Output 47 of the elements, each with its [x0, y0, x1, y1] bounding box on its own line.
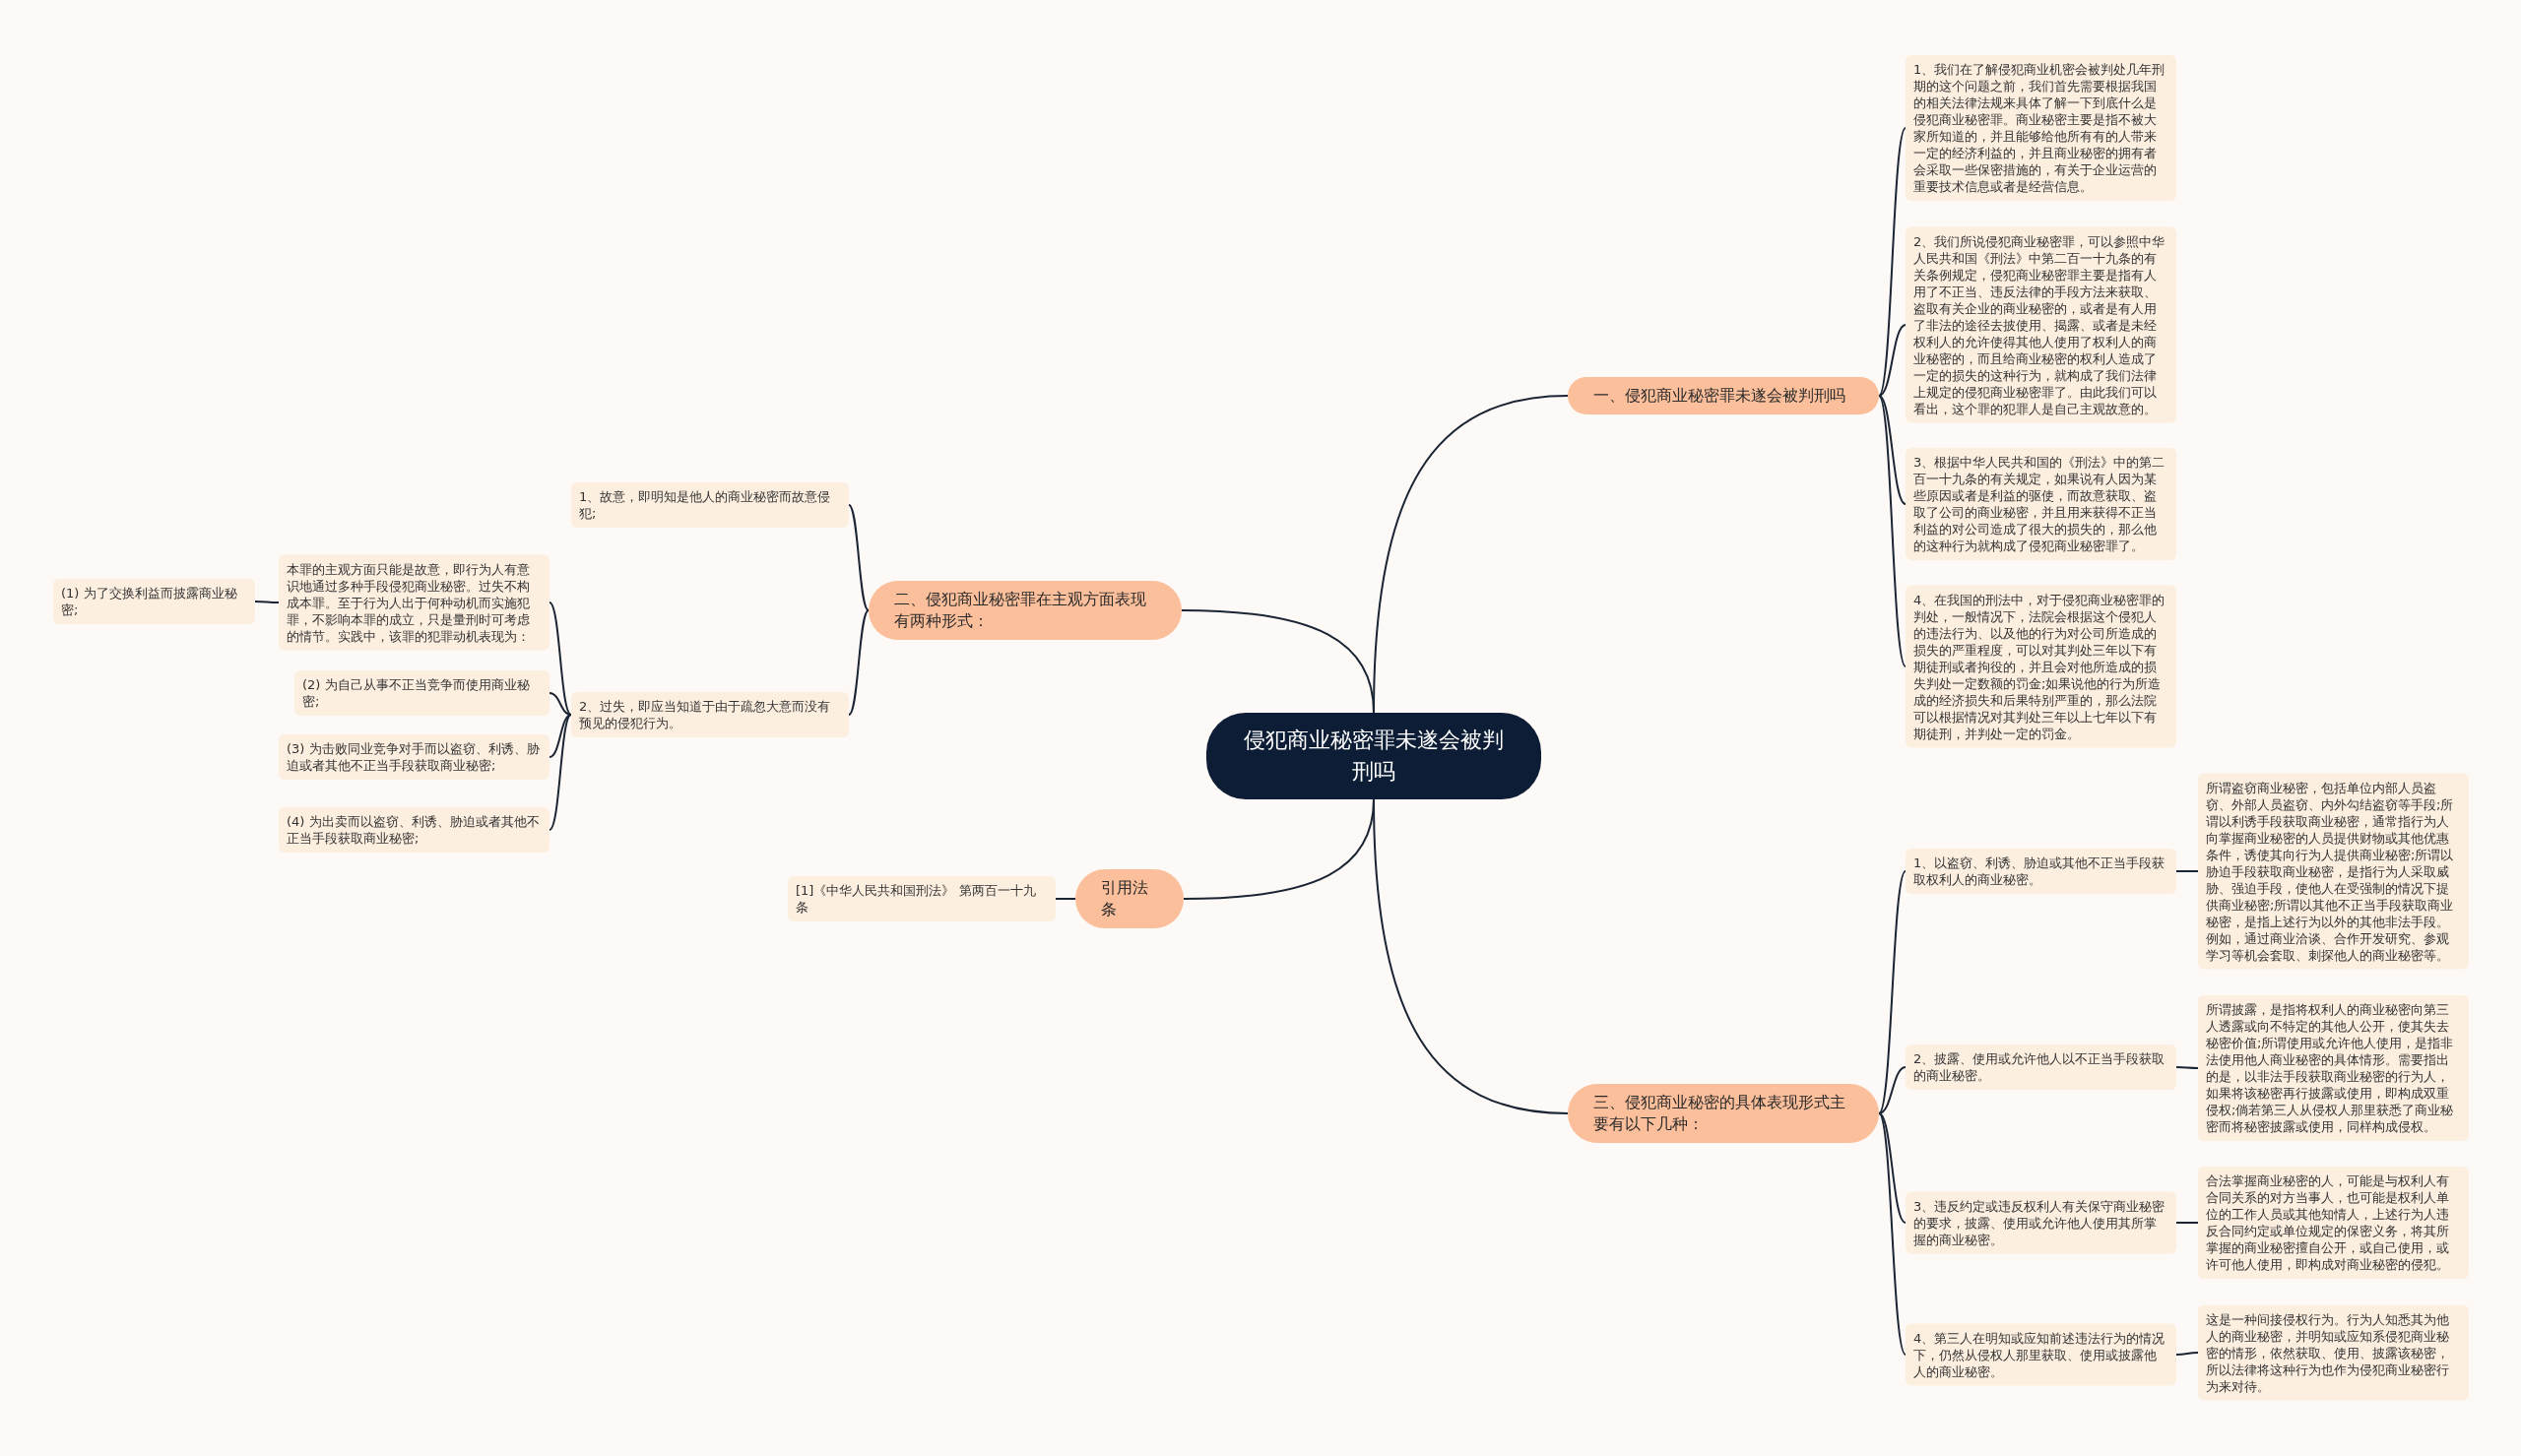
- subtopic-card: 3、违反约定或违反权利人有关保守商业秘密的要求，披露、使用或允许他人使用其所掌握的商业秘密。: [1906, 1191, 2176, 1254]
- connector-line: [2175, 1066, 2199, 1069]
- connector-line: [1373, 798, 1569, 1114]
- subtopic-card: 3、根据中华人民共和国的《刑法》中的第二百一十九条的有关规定，如果说有人因为某些原因或者是利益的驱使，而故意获取、盗取了公司的商业秘密，并且用来获得不正当利益的对公司造成了很大的损失的，那么他的这种行为就构成了侵犯商业秘密罪了。: [1906, 448, 2176, 560]
- connector-line: [2175, 1222, 2199, 1224]
- connector-line: [549, 601, 572, 716]
- subtopic-card: 4、在我国的刑法中，对于侵犯商业秘密罪的判处，一般情况下，法院会根据这个侵犯人的违法行为、以及他的行为对公司所造成的损失的严重程度，可以对其判处三年以下有期徒刑或者拘役的，并且会对他所造成的损失判处一定数额的罚金;如果说他的行为所造成的经济损失和后果特别严重的，那么法院可以根据情况对其判处三年以上七年以下有期徒刑，并判处一定的罚金。: [1906, 585, 2176, 748]
- subtopic-card: 所谓披露，是指将权利人的商业秘密向第三人透露或向不特定的其他人公开，使其失去秘密价值;所谓使用或允许他人使用，是指非法使用他人商业秘密的具体情形。需要指出的是，以非法手段获取商业秘密的行为人，如果将该秘密再行披露或使用，即构成双重侵权;倘若第三人从侵权人那里获悉了商业秘密而将秘密披露或使用，同样构成侵权。: [2198, 995, 2469, 1141]
- connector-line: [1878, 870, 1907, 1114]
- subtopic-card: (3) 为击败同业竞争对手而以盗窃、利诱、胁迫或者其他不正当手段获取商业秘密;: [279, 734, 549, 780]
- subtopic-card: 所谓盗窃商业秘密，包括单位内部人员盗窃、外部人员盗窃、内外勾结盗窃等手段;所谓以利诱手段获取商业秘密，通常指行为人向掌握商业秘密的人员提供财物或其他优惠条件，诱使其向行为人提供商业秘密;所谓以胁迫手段获取商业秘密，是指行为人采取威胁、强迫手段，使他人在受强制的情况下提供商业秘密;所谓以其他不正当手段获取商业秘密，是指上述行为以外的其他非法手段。例如，通过商业洽谈、合作开发研究、参观学习等机会套取、刺探他人的商业秘密等。: [2198, 773, 2469, 970]
- connector-line: [1055, 898, 1076, 900]
- subtopic-card: (1) 为了交换利益而披露商业秘密;: [53, 579, 255, 624]
- connector-line: [1878, 1112, 1907, 1356]
- subtopic-card: 4、第三人在明知或应知前述违法行为的情况下，仍然从侵权人那里获取、使用或披露他人的商业秘密。: [1906, 1323, 2176, 1386]
- subtopic-card: [1]《中华人民共和国刑法》 第两百一十九条: [788, 876, 1056, 921]
- subtopic-card: 1、故意，即明知是他人的商业秘密而故意侵犯;: [571, 482, 849, 528]
- subtopic-card: 1、以盗窃、利诱、胁迫或其他不正当手段获取权利人的商业秘密。: [1906, 849, 2176, 894]
- subtopic-card: 2、过失，即应当知道于由于疏忽大意而没有预见的侵犯行为。: [571, 692, 849, 737]
- branch-topic: 引用法条: [1075, 869, 1184, 928]
- connector-line: [1878, 324, 1907, 397]
- connector-line: [1878, 395, 1907, 667]
- subtopic-card: 2、我们所说侵犯商业秘密罪，可以参照中华人民共和国《刑法》中第二百一十九条的有关条例规定，侵犯商业秘密罪主要是指有人用了不正当、违反法律的手段方法来获取、盗取有关企业的商业秘密的，或者是有人用了非法的途径去披使用、揭露、或者是未经权利人的允许使得其他人使用了权利人的商业秘密的，而且给商业秘密的权利人造成了一定的损失的这种行为，就构成了我们法律上规定的侵犯商业秘密罪了。由此我们可以看出，这个罪的犯罪人是自己主观故意的。: [1906, 226, 2176, 423]
- branch-topic: 三、侵犯商业秘密的具体表现形式主要有以下几种：: [1568, 1084, 1879, 1143]
- connector-line: [549, 714, 572, 758]
- connector-line: [1181, 609, 1375, 714]
- connector-line: [1878, 1112, 1907, 1224]
- connector-line: [549, 692, 572, 716]
- subtopic-card: 2、披露、使用或允许他人以不正当手段获取的商业秘密。: [1906, 1045, 2176, 1090]
- connector-line: [848, 609, 870, 716]
- subtopic-card: 本罪的主观方面只能是故意，即行为人有意识地通过多种手段侵犯商业秘密。过失不构成本罪。至于行为人出于何种动机而实施犯罪，不影响本罪的成立，只是量刑时可考虑的情节。实践中，该罪的犯罪动机表现为：: [279, 554, 549, 651]
- subtopic-card: (4) 为出卖而以盗窃、利诱、胁迫或者其他不正当手段获取商业秘密;: [279, 807, 549, 853]
- branch-topic: 一、侵犯商业秘密罪未遂会被判刑吗: [1568, 377, 1879, 414]
- connector-line: [2175, 870, 2199, 872]
- central-topic: 侵犯商业秘密罪未遂会被判刑吗: [1206, 713, 1541, 799]
- connector-line: [1878, 1066, 1907, 1114]
- connector-line: [848, 504, 870, 611]
- subtopic-card: 1、我们在了解侵犯商业机密会被判处几年刑期的这个问题之前，我们首先需要根据我国的相关法律法规来具体了解一下到底什么是侵犯商业秘密罪。商业秘密主要是指不被大家所知道的，并且能够给他所有有的人带来一定的经济利益的，并且商业秘密的拥有者会采取一些保密措施的，有关于企业运营的重要技术信息或者是经营信息。: [1906, 55, 2176, 201]
- subtopic-card: (2) 为自己从事不正当竞争而使用商业秘密;: [294, 670, 549, 716]
- subtopic-card: 合法掌握商业秘密的人，可能是与权利人有合同关系的对方当事人，也可能是权利人单位的工作人员或其他知情人，上述行为人违反合同约定或单位规定的保密义务，将其所掌握的商业秘密擅自公开，或自己使用，或许可他人使用，即构成对商业秘密的侵犯。: [2198, 1167, 2469, 1279]
- connector-line: [254, 601, 280, 603]
- connector-line: [1878, 395, 1907, 505]
- connector-line: [549, 714, 572, 831]
- branch-topic: 二、侵犯商业秘密罪在主观方面表现有两种形式：: [869, 581, 1182, 640]
- subtopic-card: 这是一种间接侵权行为。行为人知悉其为他人的商业秘密，并明知或应知系侵犯商业秘密的情形，依然获取、使用、披露该秘密，所以法律将这种行为也作为侵犯商业秘密行为来对待。: [2198, 1304, 2469, 1401]
- connector-line: [2175, 1352, 2199, 1356]
- connector-line: [1878, 127, 1907, 397]
